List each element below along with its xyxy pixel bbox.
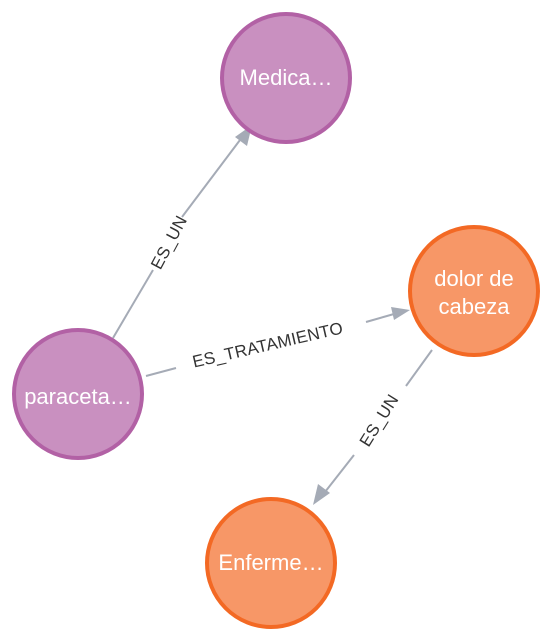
relationship-paracetamol-es-tratamiento-dolor[interactable]: ES_TRATAMIENTO	[145, 307, 410, 377]
relationship-dolor-es-un-enfermedad[interactable]: ES_UN	[313, 349, 433, 505]
relationship-line	[181, 139, 241, 218]
node-circle[interactable]	[12, 328, 144, 460]
arrowhead-icon	[313, 484, 330, 505]
relationship-label: ES_TRATAMIENTO	[191, 318, 345, 371]
relationship-line	[324, 454, 355, 493]
relationship-paracetamol-es-un-medicamento[interactable]: ES_UN	[112, 125, 252, 339]
node-circle[interactable]	[408, 225, 540, 357]
node-medicamento[interactable]: Medica…	[220, 12, 352, 144]
relationship-line	[405, 349, 433, 387]
node-dolor-de-cabeza[interactable]: dolor de cabeza	[408, 225, 540, 357]
relationship-line	[145, 367, 177, 377]
node-circle[interactable]	[205, 497, 337, 629]
relationship-line	[112, 269, 154, 339]
node-enfermedad[interactable]: Enferme…	[205, 497, 337, 629]
relationship-label: ES_UN	[356, 391, 403, 450]
node-paracetamol[interactable]: paraceta…	[12, 328, 144, 460]
relationship-label: ES_UN	[147, 213, 191, 273]
arrowhead-icon	[391, 307, 410, 320]
node-circle[interactable]	[220, 12, 352, 144]
relationship-line	[365, 313, 395, 323]
